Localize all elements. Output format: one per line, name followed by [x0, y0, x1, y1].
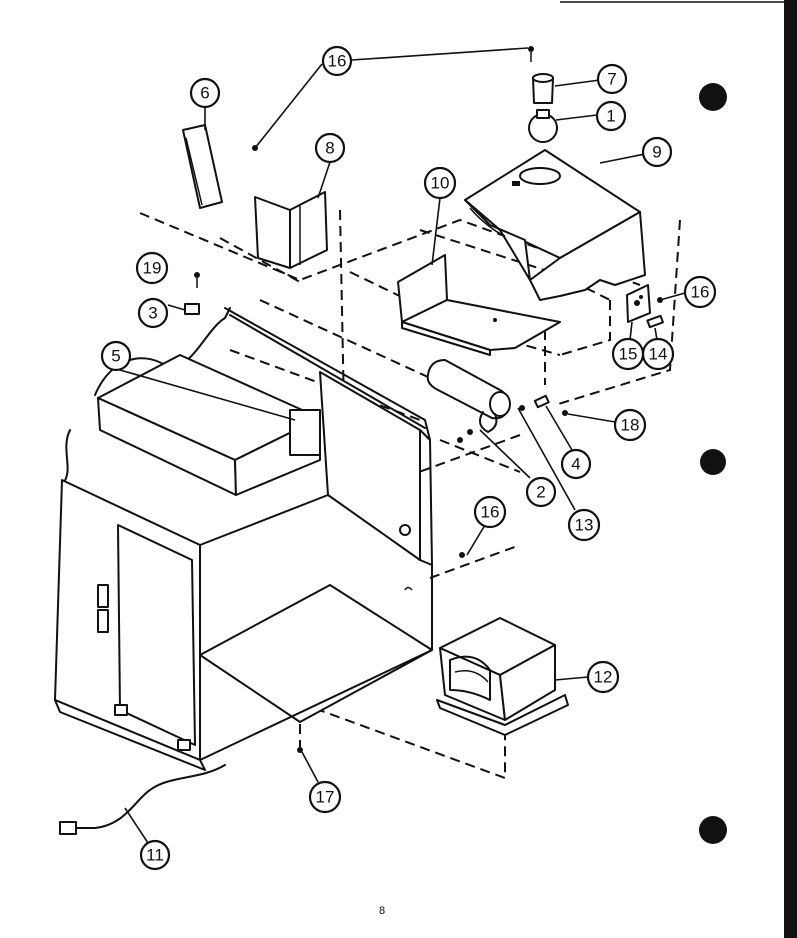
- callout-6: 6: [189, 77, 221, 109]
- callout-10: 10: [423, 166, 457, 200]
- binding-edge: [784, 0, 797, 938]
- callout-1-label: 1: [606, 107, 615, 126]
- callout-9-label: 9: [652, 143, 661, 162]
- binder-hole-top: [699, 83, 727, 111]
- callout-16-top: 16: [321, 45, 353, 77]
- callout-4-label: 4: [571, 455, 580, 474]
- callout-16-top-label: 16: [328, 52, 347, 71]
- part-11-power-cord: [59, 764, 226, 835]
- callout-1: 1: [595, 100, 627, 132]
- part-13-capacitor: [426, 359, 511, 420]
- callout-6-label: 6: [200, 84, 209, 103]
- callout-18-label: 18: [621, 416, 640, 435]
- callout-19: 19: [135, 251, 169, 285]
- callout-7-label: 7: [607, 70, 616, 89]
- callout-16-right: 16: [683, 275, 717, 309]
- callout-8-label: 8: [325, 139, 334, 158]
- callout-7: 7: [596, 63, 628, 95]
- callout-13: 13: [567, 508, 601, 542]
- page-number: 8: [379, 905, 385, 917]
- callout-2: 2: [525, 476, 557, 508]
- callout-18: 18: [613, 408, 647, 442]
- binder-hole-bottom: [699, 816, 727, 844]
- part-10-base-plate: [397, 254, 561, 356]
- callout-17: 17: [308, 780, 342, 814]
- callout-2-label: 2: [536, 483, 545, 502]
- leader-lines: [119, 47, 686, 844]
- callout-3: 3: [137, 297, 169, 329]
- callout-4: 4: [560, 448, 592, 480]
- part-8-bracket: [254, 191, 328, 269]
- cabinet-chassis: [54, 307, 433, 771]
- callout-3-label: 3: [148, 304, 157, 323]
- callout-16-bottom: 16: [473, 495, 507, 529]
- part-2-bracket-clip: [478, 411, 498, 433]
- callout-12-label: 12: [594, 668, 613, 687]
- callout-19-label: 19: [143, 259, 162, 278]
- part-6-side-panel: [182, 124, 223, 209]
- binder-hole-middle: [700, 449, 726, 475]
- callout-11-label: 11: [146, 846, 164, 865]
- callout-12: 12: [586, 660, 620, 694]
- callout-5: 5: [100, 340, 132, 372]
- callout-10-label: 10: [431, 174, 450, 193]
- callout-17-label: 17: [316, 788, 335, 807]
- callout-15-label: 15: [619, 345, 638, 364]
- callout-16-bottom-label: 16: [481, 503, 500, 522]
- part-12-transformer: [436, 617, 569, 736]
- callout-9: 9: [641, 136, 673, 168]
- part-4-diode: [533, 394, 550, 409]
- callout-8: 8: [314, 132, 346, 164]
- callout-15: 15: [611, 337, 645, 371]
- part-15-switch-plate: [626, 284, 651, 323]
- callouts: 6 16 7 1 9 8 10 19 3 5 16 15 14 18 4 2 1…: [100, 45, 717, 871]
- callout-5-label: 5: [111, 347, 120, 366]
- part-1-lamp: [528, 109, 558, 143]
- part-14-fuse: [646, 314, 664, 329]
- part-7-socket: [532, 73, 554, 104]
- callout-14-label: 14: [649, 345, 668, 364]
- callout-11: 11: [139, 839, 171, 871]
- callout-13-label: 13: [575, 516, 594, 535]
- callout-14: 14: [641, 337, 675, 371]
- part-9-top-cover: [464, 149, 646, 301]
- callout-16-right-label: 16: [691, 283, 710, 302]
